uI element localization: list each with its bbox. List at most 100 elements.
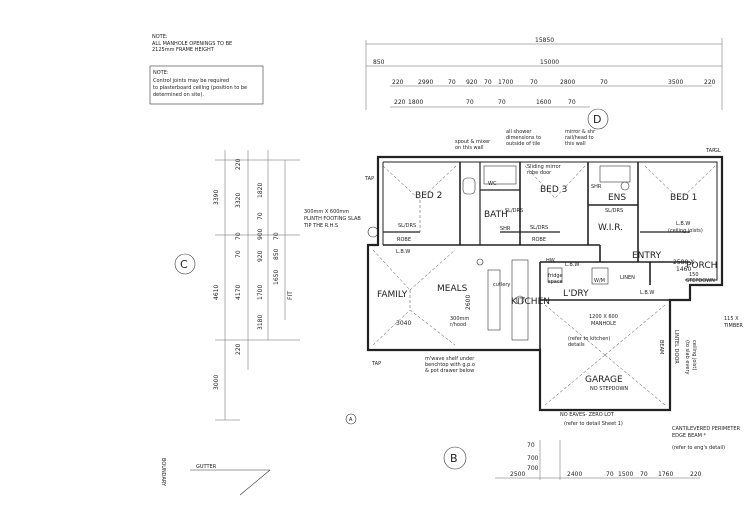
dim-left-inner1: 70: [235, 232, 242, 240]
label-shower2-3: this wall: [565, 141, 586, 147]
dim-row4-value: 220: [394, 99, 406, 106]
dim-left-inner2: 3180: [257, 315, 264, 330]
label-lintel-1: BEAM: [658, 340, 664, 354]
label-shr-2: SHR: [500, 226, 511, 232]
label-wall-1: 115 X: [724, 316, 739, 322]
dim-row3-value: 220: [392, 79, 404, 86]
label-range-1: 300mm: [450, 316, 469, 322]
label-shower2-1: mirror & shr: [565, 129, 596, 135]
section-marker-d: D: [587, 108, 609, 130]
dim-row4-value: 1600: [536, 99, 551, 106]
dim-left-inner2: 1700: [257, 285, 264, 300]
label-bench-2: benchtop with g.p.o: [425, 362, 475, 368]
dim-left-inner2: 1650: [273, 270, 280, 285]
label-cantilever-1: CANTILEVERED PERIMETER: [672, 426, 741, 432]
marker-c-label: C: [180, 258, 188, 271]
dim-row4-value: 70: [466, 99, 474, 106]
label-slab-1: 300mm X 600mm: [304, 209, 349, 215]
notes: NOTE: ALL MANHOLE OPENINGS TO BE 2125mm …: [149, 34, 264, 105]
room-porch: PORCH: [686, 261, 717, 271]
section-marker-c: C: [174, 253, 196, 275]
label-fridge-1: fridge: [548, 273, 563, 279]
room-laundry: L'DRY: [563, 289, 589, 299]
room-bed2: BED 2: [415, 191, 442, 201]
dim-bottom-value: 1500: [618, 471, 633, 478]
dim-row4-value: 70: [498, 99, 506, 106]
label-lbw-1: L.B.W: [396, 249, 410, 255]
label-hw: HW: [546, 258, 555, 264]
fixtures: [367, 165, 631, 341]
dim-left-inner2: 1820: [257, 183, 264, 198]
dim-bottom-value: 2400: [567, 471, 582, 478]
note2-line1: Control joints may be required: [153, 78, 229, 84]
label-sliding-2: robe door: [527, 170, 552, 176]
label-gl: GL: [714, 148, 721, 154]
annotations: SL/DRS ROBE SL/DRS ROBE L.B.W L.B.W L.B.…: [303, 129, 743, 451]
dim-row3-value: 920: [466, 79, 478, 86]
dim-bottom-value: 70: [606, 471, 614, 478]
label-spout-2: on this wall: [455, 145, 483, 151]
label-wc: WC: [488, 181, 497, 187]
room-meals: MEALS: [437, 284, 468, 294]
label-manhole-1: 1200 X 600: [589, 314, 618, 320]
marker-d-label: D: [593, 113, 601, 126]
dim-left-inner2: 900: [257, 228, 264, 240]
dim-row2: 15000: [540, 59, 559, 66]
dim-left-outer: 3390: [213, 190, 220, 205]
label-lbw-bed1: L.B.W: [676, 221, 690, 227]
dim-left-inner2: 70: [273, 232, 280, 240]
note2-box: [149, 65, 264, 105]
label-shower2-2: rail/head to: [565, 135, 594, 141]
room-bed3: BED 3: [540, 185, 567, 195]
dim-left-outer: 4610: [213, 285, 220, 300]
dim-garage-1: 2580 X: [673, 259, 694, 266]
dim-row3-value: 70: [600, 79, 608, 86]
dim-left-inner2: 850: [273, 248, 280, 260]
dim-left-labels: 3390461030002203320707041702201820709009…: [213, 158, 294, 390]
label-fridge-2: space: [548, 279, 563, 285]
label-post-2: ceiling joist): [691, 340, 697, 370]
note2-line2: to plasterboard ceiling (position to be: [153, 85, 247, 91]
vertical-annotations: BEAM LINTEL DOOR (to slab every ceiling …: [160, 330, 697, 487]
section-marker-a: A: [345, 413, 357, 425]
dim-left-inner1: 220: [235, 158, 242, 170]
dim-row3-value: 1700: [498, 79, 513, 86]
label-linen: LINEN: [620, 275, 635, 281]
label-shower1-3: outside of tile: [506, 141, 540, 147]
label-shower1-2: dimensions to: [506, 135, 541, 141]
label-slab-3: TIP THE R.H.S: [303, 223, 338, 229]
dim-left-inner2: 920: [257, 250, 264, 262]
house-walls: [366, 155, 724, 412]
label-slab-2: PLINTH FOOTING SLAB: [304, 216, 361, 222]
label-robe-2: ROBE: [532, 237, 546, 243]
label-kitchen-note-1: (refer to kitchen): [568, 336, 610, 342]
label-gutter: GUTTER: [196, 464, 217, 470]
dim-bottom-value: 220: [690, 471, 702, 478]
dim-left-inner1: 220: [235, 343, 242, 355]
label-bench-1: m'wave shelf under: [425, 356, 475, 362]
dim-row3-value: 2800: [560, 79, 575, 86]
label-kitchen-note-2: details: [568, 342, 585, 348]
gutter: GUTTER: [190, 464, 271, 496]
dim-bottom-v-value: 700: [527, 465, 539, 472]
dim-row2-left: 850: [373, 59, 385, 66]
label-range-2: r/hood: [450, 322, 466, 328]
note1-line1: ALL MANHOLE OPENINGS TO BE: [152, 41, 232, 47]
label-lbw-2: L.B.W: [565, 262, 579, 268]
label-spout-1: spout & mixer: [455, 139, 491, 145]
label-sl-drs-4: SL/DRS: [505, 208, 523, 214]
room-entry: ENTRY: [632, 251, 662, 261]
room-bath: BATH: [484, 210, 508, 220]
roof-hips: [372, 165, 716, 406]
label-lbw-3: L.B.W: [640, 290, 654, 296]
dim-row3-value: 70: [448, 79, 456, 86]
marker-b-label: B: [450, 452, 458, 465]
note1-line2: 2125mm FRAME HEIGHT: [152, 47, 215, 53]
dim-row4-value: 1800: [408, 99, 423, 106]
dim-row3-value: 3500: [668, 79, 683, 86]
